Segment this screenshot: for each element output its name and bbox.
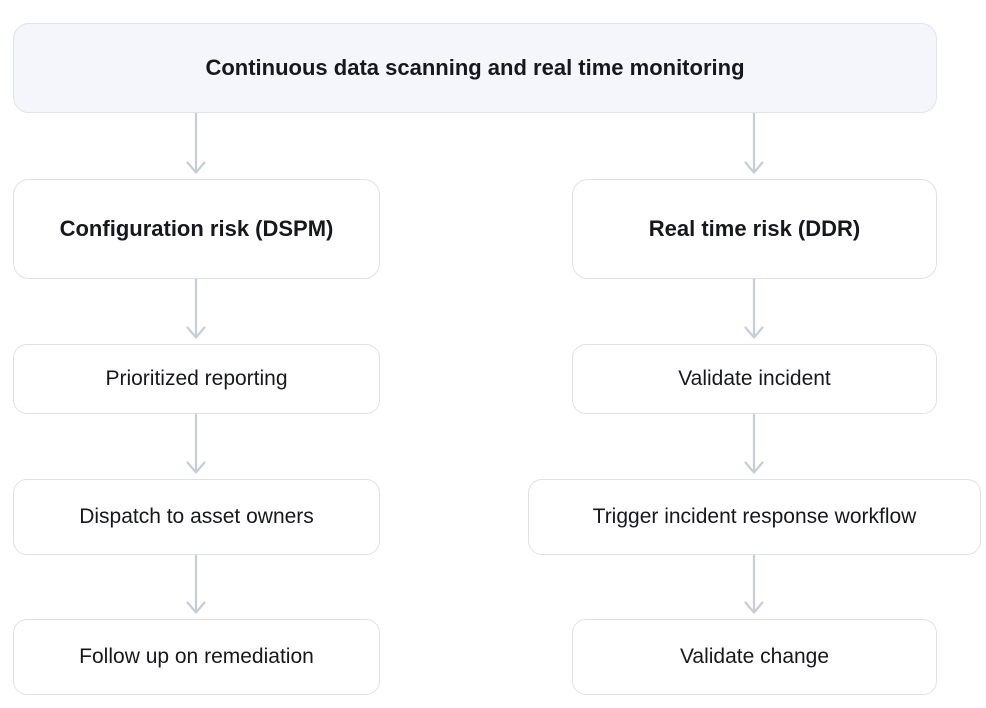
node-label: Continuous data scanning and real time m…	[205, 55, 745, 81]
arrow-header-to-real-time-risk	[739, 113, 769, 179]
node-configuration-risk-dspm[interactable]: Configuration risk (DSPM)	[13, 179, 380, 279]
node-label: Configuration risk (DSPM)	[59, 216, 334, 242]
arrow-real-time-risk-to-validate-incident	[739, 279, 769, 344]
node-label: Validate change	[679, 644, 830, 668]
node-label: Follow up on remediation	[79, 644, 314, 668]
node-label: Validate incident	[678, 366, 831, 390]
node-validate-incident[interactable]: Validate incident	[572, 344, 937, 414]
arrow-configuration-risk-to-prioritized-reporting	[181, 279, 211, 344]
node-label: Trigger incident response workflow	[592, 504, 917, 528]
arrow-trigger-workflow-to-validate-change	[739, 555, 769, 619]
node-trigger-incident-response-workflow[interactable]: Trigger incident response workflow	[528, 479, 981, 555]
node-continuous-data-scanning[interactable]: Continuous data scanning and real time m…	[13, 23, 937, 113]
node-label: Dispatch to asset owners	[79, 504, 314, 528]
node-follow-up-on-remediation[interactable]: Follow up on remediation	[13, 619, 380, 695]
node-validate-change[interactable]: Validate change	[572, 619, 937, 695]
node-prioritized-reporting[interactable]: Prioritized reporting	[13, 344, 380, 414]
node-label: Real time risk (DDR)	[648, 216, 861, 242]
arrow-header-to-configuration-risk	[181, 113, 211, 179]
arrow-validate-incident-to-trigger-workflow	[739, 414, 769, 479]
node-dispatch-to-asset-owners[interactable]: Dispatch to asset owners	[13, 479, 380, 555]
node-real-time-risk-ddr[interactable]: Real time risk (DDR)	[572, 179, 937, 279]
node-label: Prioritized reporting	[105, 366, 288, 390]
arrow-prioritized-reporting-to-dispatch	[181, 414, 211, 479]
arrow-dispatch-to-follow-up	[181, 555, 211, 619]
